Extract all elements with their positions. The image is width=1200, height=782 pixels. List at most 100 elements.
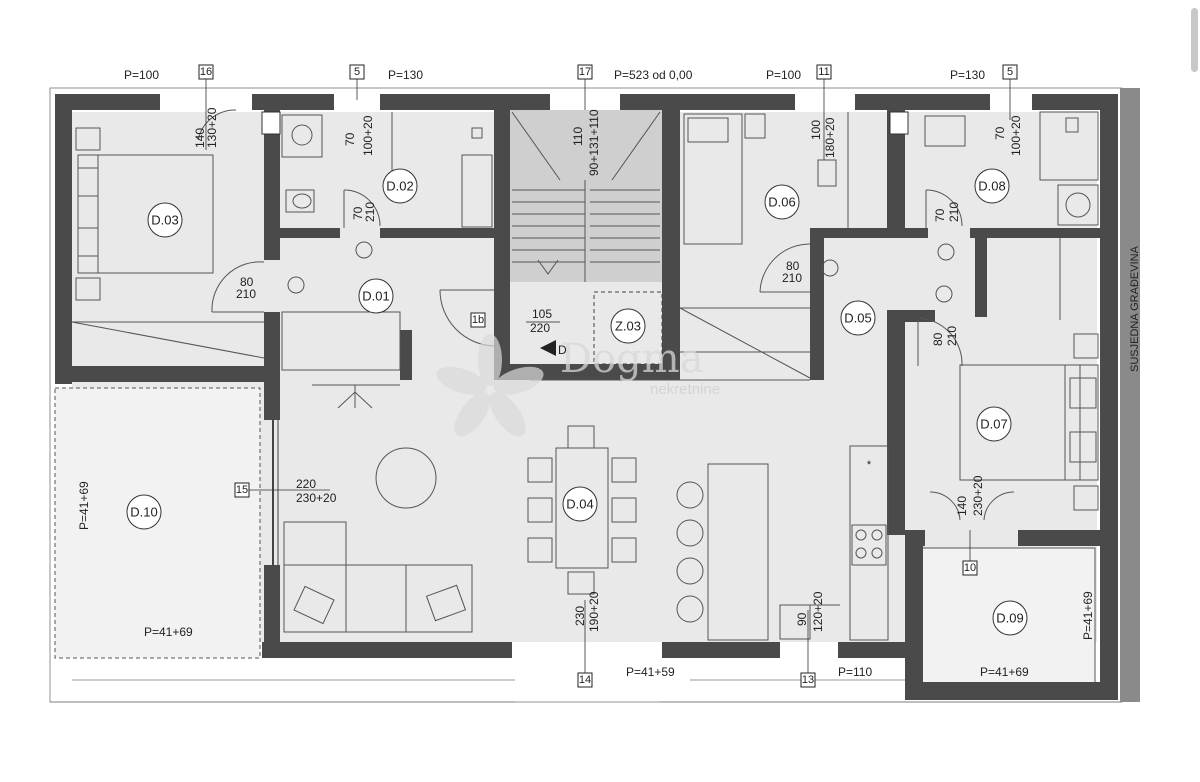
frame-lines — [49, 87, 1140, 703]
details: * — [71, 109, 1099, 641]
dim-win-d02-b: 100+20 — [361, 115, 375, 156]
svg-text:11: 11 — [818, 66, 829, 78]
dim-win-d07-b: 230+20 — [971, 475, 985, 516]
dim-win-k-a: 90 — [795, 612, 809, 626]
window-tag: 11 — [816, 64, 832, 80]
staircase — [510, 110, 662, 282]
dim-door-d08-a: 70 — [933, 208, 947, 222]
dim-bottom-p2: P=110 — [838, 665, 872, 679]
svg-text:16: 16 — [200, 66, 212, 78]
dim-door-d06-a: 80 — [786, 259, 800, 273]
dim-win-d10-b: 230+20 — [296, 491, 337, 505]
watermark: Dogma nekretnine — [436, 334, 720, 437]
svg-text:5: 5 — [354, 66, 360, 78]
dim-win-d08-a: 70 — [993, 126, 1007, 140]
dim-door-d03-b: 210 — [236, 287, 256, 301]
svg-text:Z.03: Z.03 — [615, 319, 641, 334]
svg-text:*: * — [867, 459, 872, 471]
dim-top-p4: P=100 — [766, 68, 801, 82]
dim-door-d07-a: 80 — [931, 332, 945, 346]
dimension-labels: P=100 P=130 P=523 od 0,00 P=100 P=130P=41+59… — [77, 68, 1095, 679]
window-tag: 5 — [349, 64, 365, 80]
svg-text:13: 13 — [802, 674, 814, 686]
window-tags: 16 5 17 11 5 15 14 13 10 1b — [198, 64, 1018, 688]
dim-win-k-b: 120+20 — [811, 591, 825, 632]
dim-win-d04-b: 190+20 — [587, 591, 601, 632]
svg-text:D.09: D.09 — [996, 611, 1023, 626]
room-label-z-03: Z.03 — [610, 308, 646, 344]
room-label-d-10: D.10 — [126, 494, 162, 530]
dim-win-d03-b: 130+20 — [205, 107, 219, 148]
svg-text:D.02: D.02 — [386, 179, 413, 194]
dim-win-st-a: 110 — [571, 127, 585, 146]
dim-win-d06-b: 180+20 — [823, 117, 837, 158]
svg-text:D.10: D.10 — [130, 505, 157, 520]
dim-entry-b: 220 — [530, 321, 550, 335]
neighbour-strip — [1120, 88, 1140, 702]
room-labels: D.01 D.02D.03D.04 D.05 D.06D.07 D.08D.09 D.10… — [126, 168, 1028, 636]
neighbour-label: SUSJEDNA GRAĐEVINA — [1129, 245, 1141, 372]
dim-top-p5: P=130 — [950, 68, 985, 82]
dim-door-d08-b: 210 — [947, 202, 961, 222]
scrollbar[interactable] — [1191, 8, 1198, 72]
room-label-d-03: D.03 — [147, 202, 183, 238]
room-label-d-01: D.01 — [358, 278, 394, 314]
window-tag: 17 — [577, 64, 593, 80]
svg-text:10: 10 — [964, 562, 976, 574]
dim-door-d07-b: 210 — [945, 326, 959, 346]
walls — [55, 94, 1118, 700]
dim-win-st-b: 90+131+110 — [587, 109, 601, 176]
svg-text:D.05: D.05 — [844, 311, 871, 326]
svg-text:D.03: D.03 — [151, 213, 178, 228]
svg-text:17: 17 — [579, 66, 591, 78]
window-tag: 1b — [470, 312, 486, 328]
window-tag: 14 — [577, 672, 593, 688]
dim-win-d07-a: 140 — [955, 496, 969, 516]
svg-text:D.01: D.01 — [362, 289, 389, 304]
svg-text:D.06: D.06 — [768, 195, 795, 210]
dim-top-p1: P=100 — [124, 68, 159, 82]
dim-door-d02-a: 70 — [351, 206, 365, 220]
watermark-sub: nekretnine — [650, 381, 720, 398]
dim-door-d02-b: 210 — [363, 202, 377, 222]
room-label-d-09: D.09 — [992, 600, 1028, 636]
dim-d09-bottom: P=41+69 — [980, 665, 1029, 679]
svg-text:14: 14 — [579, 674, 591, 686]
dim-win-d10-a: 220 — [296, 477, 316, 491]
watermark-brand: Dogma — [560, 336, 704, 382]
svg-text:D.04: D.04 — [566, 497, 593, 512]
dim-top-p3: P=523 od 0,00 — [614, 68, 693, 82]
dim-bottom-p1: P=41+59 — [626, 665, 675, 679]
room-label-d-05: D.05 — [840, 300, 876, 336]
svg-text:D.08: D.08 — [978, 179, 1005, 194]
dim-win-d08-b: 100+20 — [1009, 115, 1023, 156]
dim-d10-bottom: P=41+69 — [144, 625, 193, 639]
room-label-d-06: D.06 — [764, 184, 800, 220]
dim-top-p2: P=130 — [388, 68, 423, 82]
dim-down-mark: D — [558, 343, 567, 357]
dim-win-d04-a: 230 — [573, 606, 587, 626]
window-tag: 15 — [234, 482, 250, 498]
svg-text:15: 15 — [236, 484, 248, 496]
svg-text:D.07: D.07 — [980, 417, 1007, 432]
window-tag: 16 — [198, 64, 214, 80]
window-tag: 5 — [1002, 64, 1018, 80]
watermark-flower-icon — [436, 334, 544, 437]
room-label-d-07: D.07 — [976, 406, 1012, 442]
window-tag: 13 — [800, 672, 816, 688]
window-tag: 10 — [962, 560, 978, 576]
dim-win-d03-a: 140 — [193, 128, 207, 148]
dim-win-d06-a: 100 — [809, 120, 823, 140]
room-label-d-02: D.02 — [382, 168, 418, 204]
dim-d09-side: P=41+69 — [1081, 591, 1095, 640]
dim-entry-a: 105 — [532, 307, 552, 321]
room-label-d-04: D.04 — [562, 486, 598, 522]
svg-text:5: 5 — [1007, 66, 1013, 78]
dim-door-d06-b: 210 — [782, 271, 802, 285]
svg-text:1b: 1b — [472, 314, 484, 326]
room-label-d-08: D.08 — [974, 168, 1010, 204]
dim-door-d03-a: 80 — [240, 275, 254, 289]
dim-d10-side: P=41+69 — [77, 481, 91, 530]
dim-win-d02-a: 70 — [343, 132, 357, 146]
